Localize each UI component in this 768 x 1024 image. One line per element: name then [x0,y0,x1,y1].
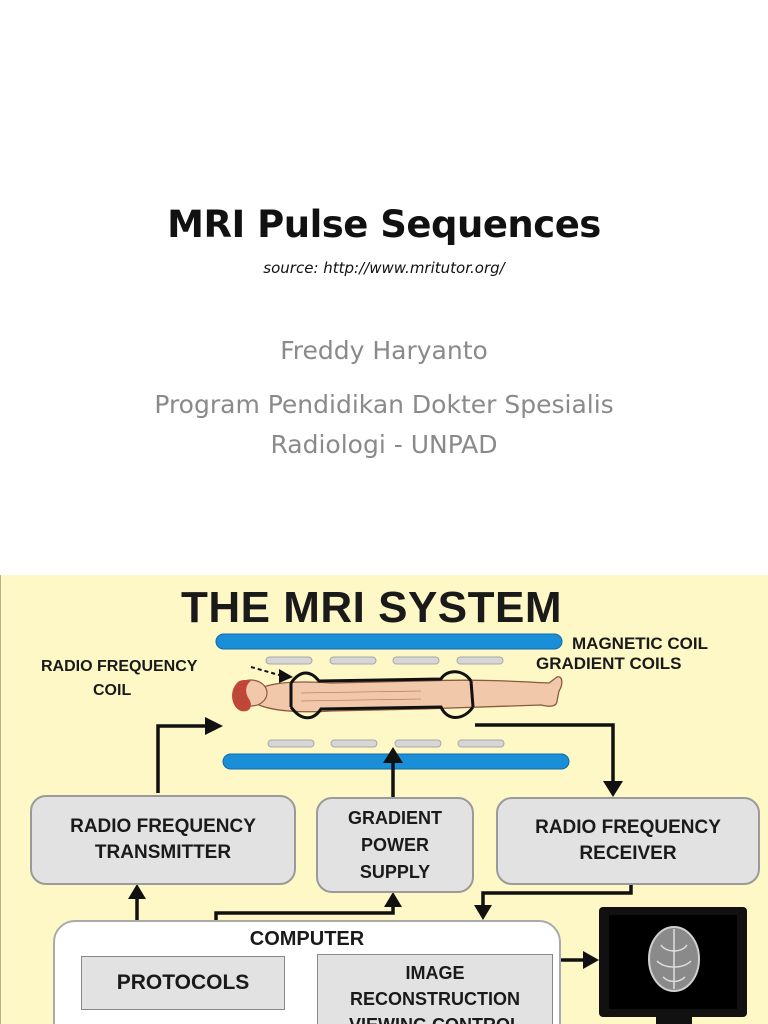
slide-source: source: http://www.mritutor.org/ [263,259,505,277]
rf-transmitter-line-2: TRANSMITTER [94,842,232,863]
gradient-coils-label: GRADIENT COILS [536,654,682,673]
gradient-line-2: POWER [360,834,429,855]
rf-coil-loop [289,670,475,720]
image-line-2: RECONSTRUCTION [350,989,520,1009]
rf-receiver-line-1: RADIO FREQUENCY [535,817,721,838]
computer-box: COMPUTER PROTOCOLS IMAGE RECONSTRUCTION … [53,920,561,1024]
rf-receiver-box: RADIO FREQUENCY RECEIVER [496,797,760,885]
rf-transmitter-line-1: RADIO FREQUENCY [70,816,256,837]
magnetic-coil-top-bar [215,633,563,650]
affiliation-line-1: Program Pendidikan Dokter Spesialis [154,390,614,419]
arrow-heads [128,717,623,969]
author-name: Freddy Haryanto [280,336,488,365]
protocols-box: PROTOCOLS [81,956,285,1010]
signal-lines [135,723,633,962]
affiliation: Program Pendidikan Dokter Spesialis Radi… [0,385,768,465]
image-line-1: IMAGE [405,963,465,983]
magnetic-coil-label: MAGNETIC COIL [572,634,708,653]
computer-label: COMPUTER [249,928,365,950]
affiliation-line-2: Radiologi - UNPAD [270,430,498,459]
gradient-line-1: GRADIENT [348,807,442,828]
mri-system-diagram: THE MRI SYSTEM MAGNETIC COIL GRADIENT CO… [0,575,768,1024]
slide-title: MRI Pulse Sequences [167,203,601,246]
gradient-coils-top [265,656,504,665]
image-reconstruction-box: IMAGE RECONSTRUCTION VIEWING CONTROL [317,954,553,1024]
rf-coil-label-line-2: COIL [93,682,132,699]
diagram-title: THE MRI SYSTEM [181,583,563,632]
rf-coil-label-line-1: RADIO FREQUENCY [41,658,198,675]
patient-figure [232,676,563,713]
protocols-label: PROTOCOLS [116,971,250,994]
diagram-graphics [128,633,747,1024]
rf-receiver-line-2: RECEIVER [579,843,677,864]
gradient-coils-bottom [267,739,505,748]
gradient-power-supply-box: GRADIENT POWER SUPPLY [316,797,474,893]
image-line-3: VIEWING CONTROL [349,1012,521,1024]
monitor-icon [599,907,747,1024]
rf-transmitter-box: RADIO FREQUENCY TRANSMITTER [30,795,296,885]
rf-coil-pointer [250,666,280,676]
gradient-line-3: SUPPLY [359,861,431,882]
